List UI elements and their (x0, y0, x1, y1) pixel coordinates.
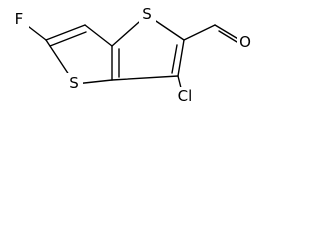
thienothiophene-structure: F S S O Cl (11, 4, 255, 106)
atom-chlorine: Cl (178, 87, 193, 105)
bond-c6-c6a (84, 24, 113, 47)
bond-cho-o (214, 24, 241, 41)
atom-labels: F S S O Cl (11, 4, 255, 106)
bond-c2-c3-inner (171, 44, 178, 74)
bond-c2-cho (183, 24, 216, 41)
bonds (19, 14, 243, 97)
bond-c5-c6 (45, 24, 86, 41)
bond-c5-c6-inner (49, 31, 87, 47)
atom-fluorine: F (15, 10, 24, 28)
atom-sulfur-bottom: S (69, 74, 79, 92)
atom-oxygen: O (239, 33, 251, 51)
bond-c2-c3 (177, 39, 185, 77)
bond-c3-c3a (111, 75, 179, 81)
atom-sulfur-top: S (142, 5, 152, 23)
